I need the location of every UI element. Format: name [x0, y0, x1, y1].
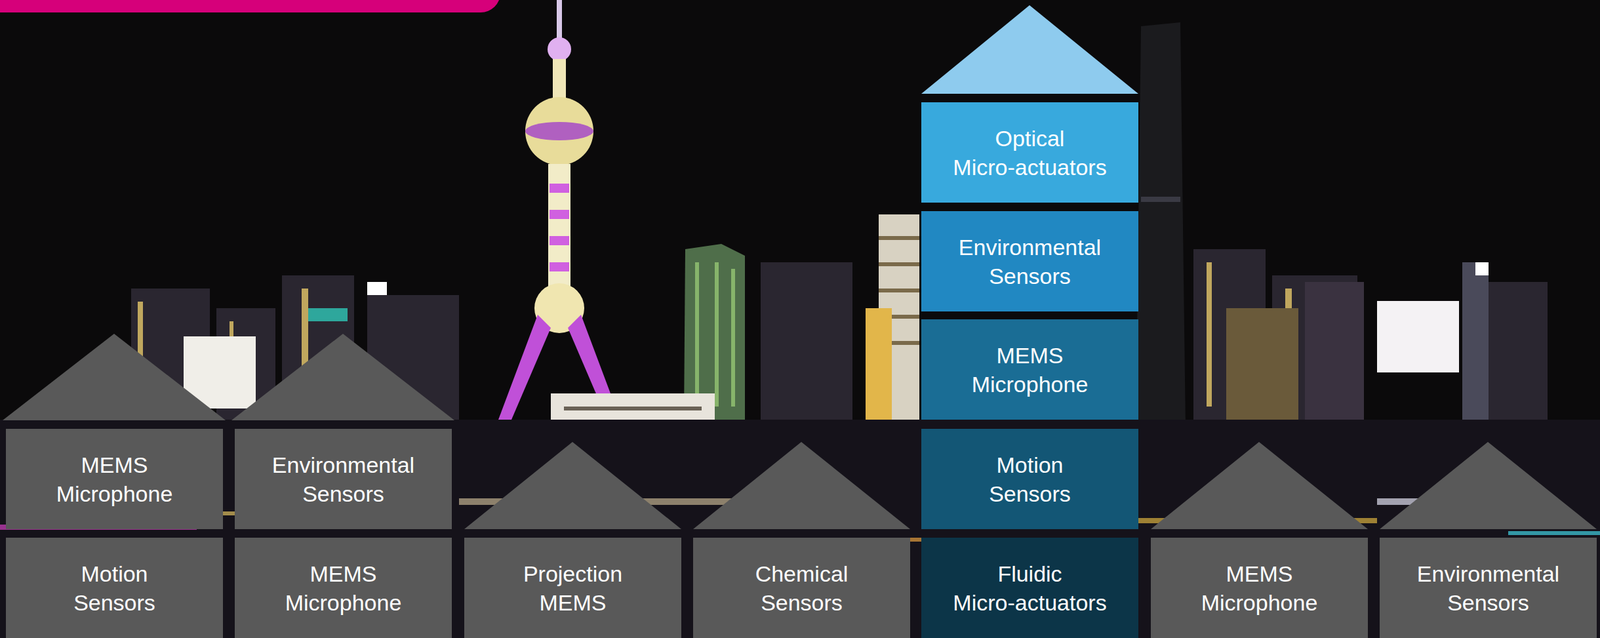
sensor-box: MEMS Microphone	[234, 537, 452, 638]
box-label: MEMS Microphone	[1201, 559, 1319, 618]
sensor-box: Environmental Sensors	[234, 428, 452, 530]
roof	[921, 5, 1139, 94]
sensor-box: Environmental Sensors	[1379, 537, 1597, 638]
box-label: Motion Sensors	[73, 559, 156, 618]
roof	[464, 441, 682, 530]
box-label: MEMS Microphone	[971, 340, 1089, 399]
box-label: Environmental Sensors	[272, 450, 415, 509]
sensor-box: MEMS Microphone	[1150, 537, 1368, 638]
roof	[2, 333, 226, 421]
header-bar	[0, 0, 501, 13]
sensor-box: MEMS Microphone	[921, 319, 1139, 420]
box-label: Chemical Sensors	[755, 559, 849, 618]
sensor-box: Environmental Sensors	[921, 211, 1139, 312]
sensor-box: Chemical Sensors	[693, 537, 911, 638]
box-label: Motion Sensors	[988, 450, 1071, 509]
roof	[1150, 441, 1368, 530]
sensor-box: Projection MEMS	[464, 537, 682, 638]
sensor-box: Optical Micro-actuators	[921, 102, 1139, 203]
box-label: MEMS Microphone	[285, 559, 402, 618]
box-label: MEMS Microphone	[56, 450, 174, 509]
box-label: Environmental Sensors	[1417, 559, 1560, 618]
roof	[693, 441, 911, 530]
box-label: Fluidic Micro-actuators	[952, 559, 1107, 618]
roof	[231, 333, 455, 421]
box-label: Optical Micro-actuators	[952, 123, 1107, 182]
box-label: Projection MEMS	[523, 559, 623, 618]
sensor-box: Motion Sensors	[5, 537, 223, 638]
sensor-box: MEMS Microphone	[5, 428, 223, 530]
sensor-box: Motion Sensors	[921, 428, 1139, 530]
sensor-box: Fluidic Micro-actuators	[921, 537, 1139, 638]
roof	[1379, 441, 1597, 530]
box-label: Environmental Sensors	[958, 232, 1101, 291]
